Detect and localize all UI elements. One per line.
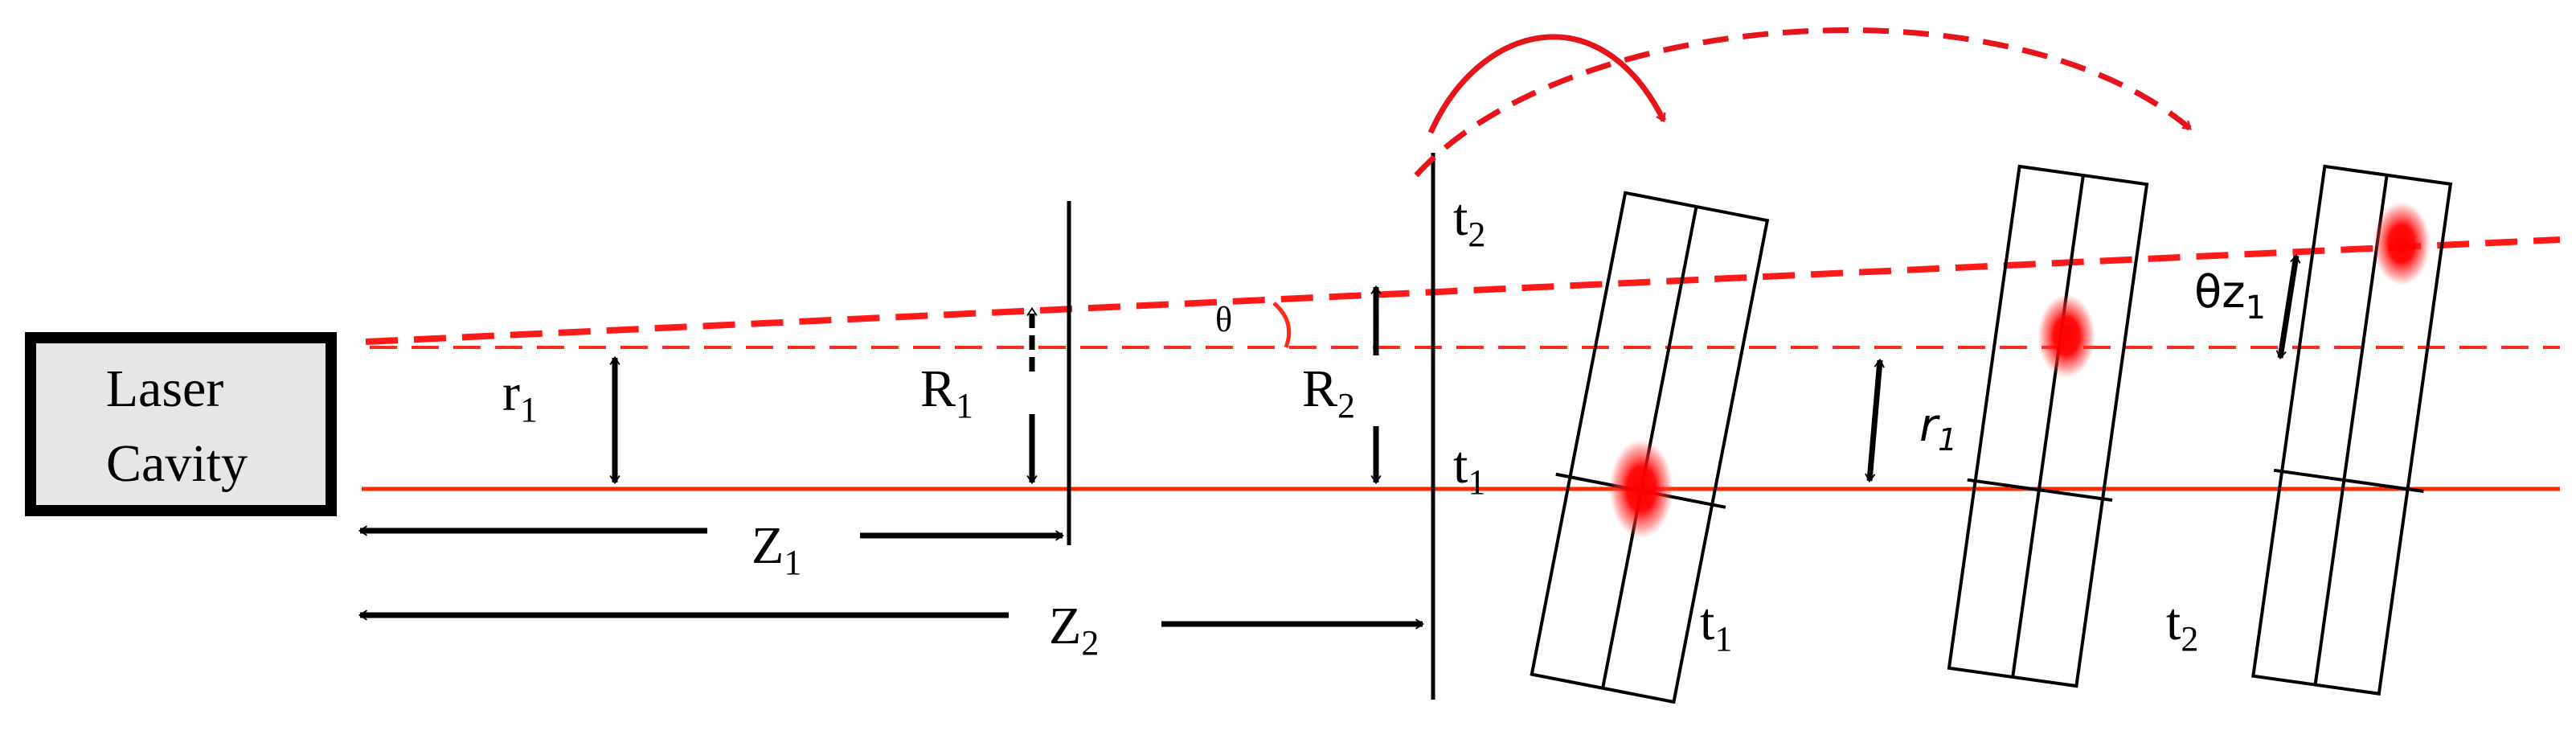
- laser-cavity-box: [25, 332, 337, 516]
- labels: r1 R1 R2 Z1 Z2 t2 t1 t1 t2 r1 θz1: [502, 188, 2266, 663]
- plate-2-spot: [2037, 294, 2095, 378]
- Z2-label: Z2: [1049, 597, 1099, 663]
- laser-cavity: Laser Cavity: [25, 332, 337, 516]
- measure-arrows: [609, 253, 2301, 485]
- laser-cavity-label-line2: Cavity: [106, 434, 248, 493]
- r1-right-label: r1: [1919, 400, 1957, 458]
- t1-bottom-label: t1: [1700, 593, 1732, 659]
- plate-2-horizontal-axis: [1967, 478, 2113, 503]
- motion-arrow-solid: [1427, 34, 1667, 134]
- beams: [362, 236, 2561, 491]
- R2-label: R2: [1302, 359, 1355, 425]
- plate-3-spot: [2373, 202, 2431, 285]
- plate-3-vertical-axis: [2313, 174, 2389, 685]
- theta-z1-label: θz1: [2194, 266, 2266, 326]
- theta-z1-arrow: [2275, 253, 2301, 360]
- r1-right-arrow: [1865, 358, 1885, 483]
- motion-arrow-dashed: [1414, 27, 2193, 178]
- Z1-label: Z1: [752, 516, 801, 582]
- distance-arrows: [358, 525, 1425, 630]
- plate-2-vertical-axis: [2011, 174, 2085, 678]
- t1-mid-label: t1: [1453, 436, 1485, 502]
- plate-3-horizontal-axis: [2273, 468, 2424, 493]
- theta-arc: [1272, 302, 1292, 348]
- t2-top-label: t2: [1453, 188, 1485, 254]
- R1-label: R1: [920, 359, 973, 425]
- plate-2: [1947, 164, 2149, 688]
- plate-1-spot: [1609, 439, 1673, 539]
- laser-cavity-label-line1: Laser: [106, 359, 224, 418]
- theta-label: θ: [1215, 300, 1232, 339]
- plate-3: [2251, 164, 2453, 696]
- r1-label: r1: [502, 363, 538, 429]
- t2-bottom-label: t2: [2166, 593, 2198, 659]
- beam-diverging-dashed: [365, 236, 2561, 345]
